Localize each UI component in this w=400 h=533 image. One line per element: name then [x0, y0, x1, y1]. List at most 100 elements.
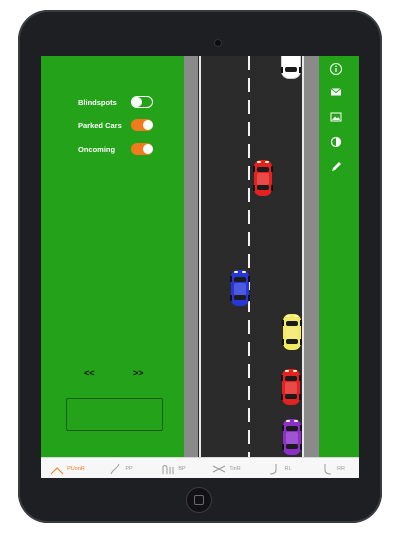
tab-label: BP: [178, 465, 186, 472]
settings-panel: Blindspots Parked Cars Oncoming << >>: [41, 56, 184, 457]
headlight: [242, 271, 246, 273]
toggle-label: Blindspots: [78, 97, 117, 107]
bay-park-icon: [162, 464, 174, 474]
bottom-tab-bar: PUonR PP BP TinR RL RR: [41, 457, 359, 478]
headlight: [286, 315, 290, 317]
home-button-icon: [194, 495, 204, 505]
right-edge-line: [302, 56, 304, 457]
headlight: [286, 420, 290, 422]
wheel: [271, 185, 273, 191]
car: [253, 160, 273, 196]
headlight: [285, 370, 289, 372]
car: [282, 314, 302, 350]
car: [230, 270, 250, 306]
roof: [257, 173, 269, 185]
car: [282, 419, 302, 455]
headlight: [265, 161, 269, 163]
windshield: [234, 277, 246, 282]
image-icon[interactable]: [329, 110, 343, 124]
switch-knob: [131, 96, 142, 107]
wheel: [230, 295, 232, 301]
toggle-label: Oncoming: [78, 144, 116, 154]
tab-label: PP: [125, 465, 133, 472]
rear-window: [286, 444, 298, 449]
front-camera: [215, 40, 221, 46]
toggle-row-blindspots: Blindspots: [78, 95, 153, 109]
reverse-left-icon: [270, 463, 277, 474]
wheel: [299, 394, 301, 400]
center-dashed-line: [248, 56, 250, 457]
windshield: [285, 376, 297, 381]
roof: [285, 382, 297, 394]
car: [281, 56, 301, 78]
oncoming-switch[interactable]: [131, 143, 153, 155]
rear-window: [234, 295, 246, 300]
wheel: [281, 394, 283, 400]
left-shoulder: [184, 56, 198, 457]
wheel: [282, 425, 284, 431]
rear-window: [285, 67, 297, 72]
tool-sidebar: [319, 56, 359, 457]
tab-rl[interactable]: RL: [253, 458, 306, 478]
right-shoulder: [304, 56, 319, 457]
wheel: [300, 425, 302, 431]
roof: [286, 432, 298, 444]
tab-label: RR: [337, 465, 345, 472]
roof: [285, 56, 297, 67]
toggle-row-parked-cars: Parked Cars: [78, 118, 153, 132]
parallel-park-right-icon: [50, 466, 64, 474]
tab-tinr[interactable]: TinR: [200, 458, 253, 478]
wheel: [300, 339, 302, 345]
parallel-park-icon: [110, 463, 120, 474]
mail-icon[interactable]: [329, 85, 343, 99]
wheel: [281, 375, 283, 381]
wheel: [299, 375, 301, 381]
wheel: [281, 67, 283, 73]
contrast-icon[interactable]: [329, 135, 343, 149]
tab-label: PUonR: [67, 465, 85, 472]
tab-pp[interactable]: PP: [94, 458, 147, 478]
previous-button[interactable]: <<: [84, 368, 95, 378]
info-icon[interactable]: [329, 62, 343, 76]
headlight: [257, 161, 261, 163]
roof: [286, 327, 298, 339]
tab-bp[interactable]: BP: [147, 458, 200, 478]
blindspots-switch[interactable]: [131, 96, 153, 108]
left-edge-line: [199, 56, 201, 457]
wheel: [282, 444, 284, 450]
wheel: [253, 166, 255, 172]
windshield: [257, 167, 269, 172]
windshield: [286, 321, 298, 326]
car: [281, 369, 301, 405]
wheel: [230, 276, 232, 282]
wheel: [299, 67, 301, 73]
tab-label: RL: [284, 465, 292, 472]
tab-rr[interactable]: RR: [306, 458, 359, 478]
windshield: [286, 426, 298, 431]
toggle-label: Parked Cars: [78, 120, 122, 130]
pencil-icon[interactable]: [329, 160, 343, 174]
roof: [234, 283, 246, 295]
wheel: [282, 320, 284, 326]
tab-puonr[interactable]: PUonR: [41, 458, 94, 478]
next-button[interactable]: >>: [133, 368, 144, 378]
road-view: [184, 56, 319, 457]
parked-cars-switch[interactable]: [131, 119, 153, 131]
headlight: [293, 370, 297, 372]
tab-label: TinR: [229, 465, 241, 472]
headlight: [294, 315, 298, 317]
switch-knob: [142, 119, 153, 130]
rear-window: [257, 185, 269, 190]
info-box: [66, 398, 163, 431]
switch-knob: [142, 143, 153, 154]
home-button[interactable]: [187, 488, 211, 512]
wheel: [300, 320, 302, 326]
headlight: [294, 420, 298, 422]
wheel: [248, 295, 250, 301]
wheel: [253, 185, 255, 191]
headlight: [234, 271, 238, 273]
turn-in-road-icon: [213, 465, 226, 472]
wheel: [300, 444, 302, 450]
rear-window: [286, 339, 298, 344]
rear-window: [285, 394, 297, 399]
